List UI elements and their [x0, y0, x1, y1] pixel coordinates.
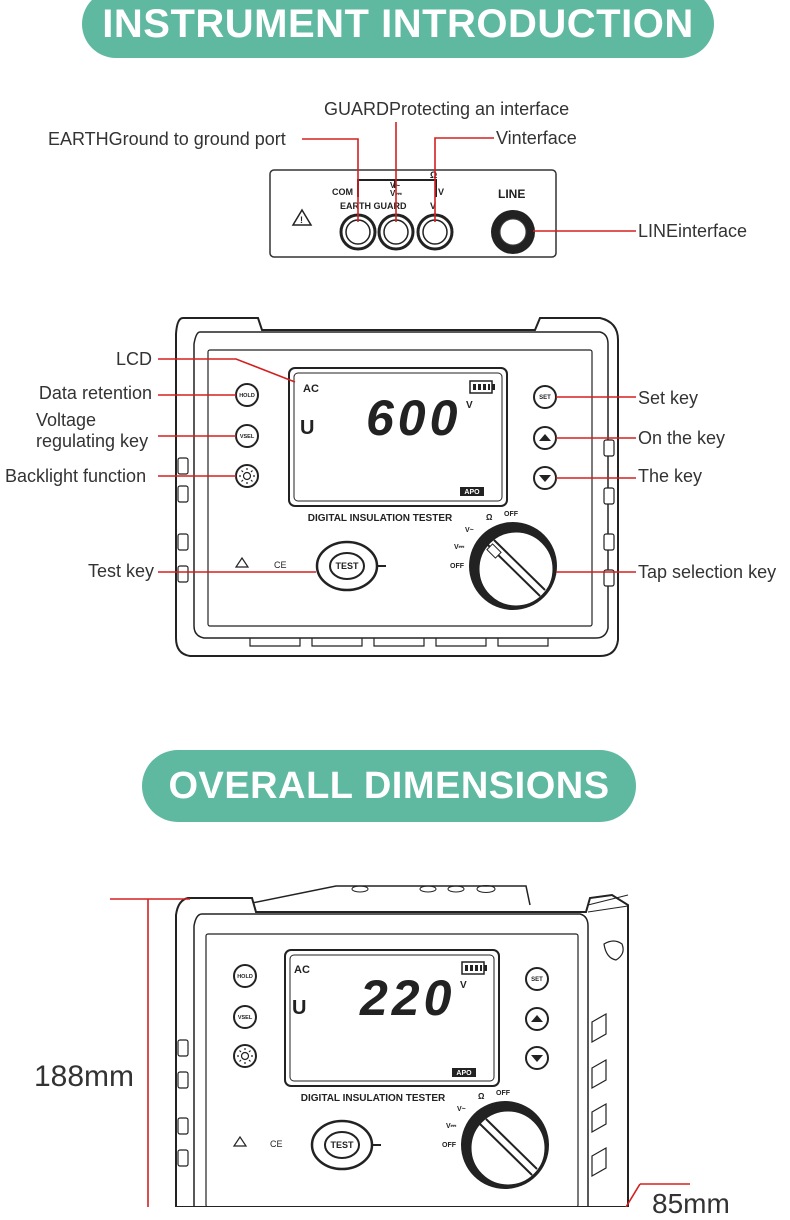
dim-warning-icon: [232, 1135, 248, 1147]
dim-lcd-reading: 220: [359, 970, 455, 1026]
model-text: DIGITAL INSULATION TESTER: [308, 513, 453, 524]
dim-lcd-ac-text: AC: [294, 964, 310, 976]
test-button: [329, 552, 365, 580]
svg-text:CE: CE: [270, 1139, 283, 1149]
svg-text:OFF: OFF: [496, 1090, 511, 1097]
svg-text:HOLD: HOLD: [237, 974, 253, 980]
lcd-ac-text: AC: [303, 383, 319, 395]
ports-panel: COM V~ V⎓ Ω V EARTH GUARD V LINE !: [269, 169, 557, 258]
dim-hold-button: [233, 964, 257, 988]
svg-text:CE: CE: [274, 560, 287, 570]
svg-text:OFF: OFF: [504, 511, 519, 518]
panel-v-under-text: V: [430, 201, 436, 211]
arrow-up-icon: [539, 434, 551, 441]
lcd-label: LCD: [115, 349, 152, 369]
v-port-label: Vinterface: [496, 128, 577, 148]
earth-port-label: EARTHGround to ground port: [48, 129, 286, 149]
panel-v-text: V: [438, 187, 444, 197]
tap-selection-label: Tap selection key: [638, 562, 777, 582]
dimensions-banner: OVERALL DIMENSIONS: [142, 750, 636, 822]
svg-text:V~: V~: [465, 527, 474, 534]
svg-text:V⎓: V⎓: [454, 544, 465, 551]
dimension-device: AC U 220 V APO DIGITAL INSULATION TESTER…: [175, 885, 629, 1207]
lcd-u-text: U: [300, 417, 314, 439]
dim-test-button: [324, 1131, 360, 1159]
svg-text:OFF: OFF: [450, 563, 465, 570]
intro-banner: INSTRUMENT INTRODUCTION: [82, 0, 714, 58]
svg-text:!: !: [300, 215, 303, 225]
voltage-label-line2: regulating key: [36, 431, 149, 451]
dim-arrow-down-icon: [531, 1055, 543, 1062]
lcd-apo: APO: [464, 489, 480, 496]
dim-lcd-apo: APO: [456, 1070, 472, 1077]
on-key-label: On the key: [638, 428, 726, 448]
dim-lcd-u-text: U: [292, 997, 306, 1019]
line-port-label: LINEinterface: [638, 221, 748, 241]
panel-earth-guard-text: EARTH GUARD: [340, 201, 407, 211]
front-leaders: [158, 358, 636, 573]
dim-lcd-unit: V: [460, 980, 467, 991]
dim-arrow-up-icon: [531, 1015, 543, 1022]
svg-text:V⎓: V⎓: [446, 1123, 457, 1130]
svg-text:VSEL: VSEL: [240, 434, 255, 440]
depth-dimension-label: 85mm: [652, 1188, 730, 1219]
the-key-label: The key: [638, 466, 703, 486]
dim-model-text: DIGITAL INSULATION TESTER: [301, 1093, 446, 1104]
svg-text:OFF: OFF: [442, 1142, 457, 1149]
svg-text:TEST: TEST: [330, 1140, 354, 1150]
ports-leaders: [302, 122, 636, 232]
test-key-label: Test key: [88, 561, 155, 581]
dim-vsel-button: [233, 1005, 257, 1029]
svg-text:SET: SET: [539, 395, 551, 401]
set-key-label: Set key: [638, 388, 699, 408]
panel-ohm-text: Ω: [430, 170, 437, 180]
warning-small-icon: [234, 556, 250, 568]
svg-text:V~: V~: [457, 1106, 466, 1113]
warning-icon: [291, 208, 313, 226]
lcd-unit: V: [466, 400, 473, 411]
sun-icon: [239, 468, 255, 484]
panel-line-text: LINE: [498, 187, 525, 201]
panel-com-text: COM: [332, 187, 353, 197]
svg-text:TEST: TEST: [335, 561, 359, 571]
svg-text:Ω: Ω: [486, 513, 493, 522]
data-retention-label: Data retention: [38, 383, 152, 403]
svg-text:Ω: Ω: [478, 1092, 485, 1101]
dimension-leaders: [110, 898, 690, 1207]
dim-set-button: [525, 967, 549, 991]
arrow-down-icon: [539, 475, 551, 482]
dim-battery-icon: [461, 961, 487, 975]
guard-port-label: GUARDProtecting an interface: [324, 99, 570, 119]
dim-sun-icon: [237, 1048, 253, 1064]
svg-text:HOLD: HOLD: [239, 393, 255, 399]
svg-text:VSEL: VSEL: [238, 1015, 253, 1021]
svg-text:SET: SET: [531, 977, 543, 983]
panel-vac-text: V~: [390, 181, 400, 190]
front-device: AC U 600 V APO DIGITAL INSULATION TESTER…: [175, 317, 619, 657]
height-dimension-label: 188mm: [34, 1060, 135, 1093]
backlight-label: Backlight function: [5, 466, 147, 486]
battery-icon: [469, 380, 495, 394]
lcd-reading: 600: [366, 390, 461, 446]
voltage-label-line1: Voltage: [36, 410, 97, 430]
